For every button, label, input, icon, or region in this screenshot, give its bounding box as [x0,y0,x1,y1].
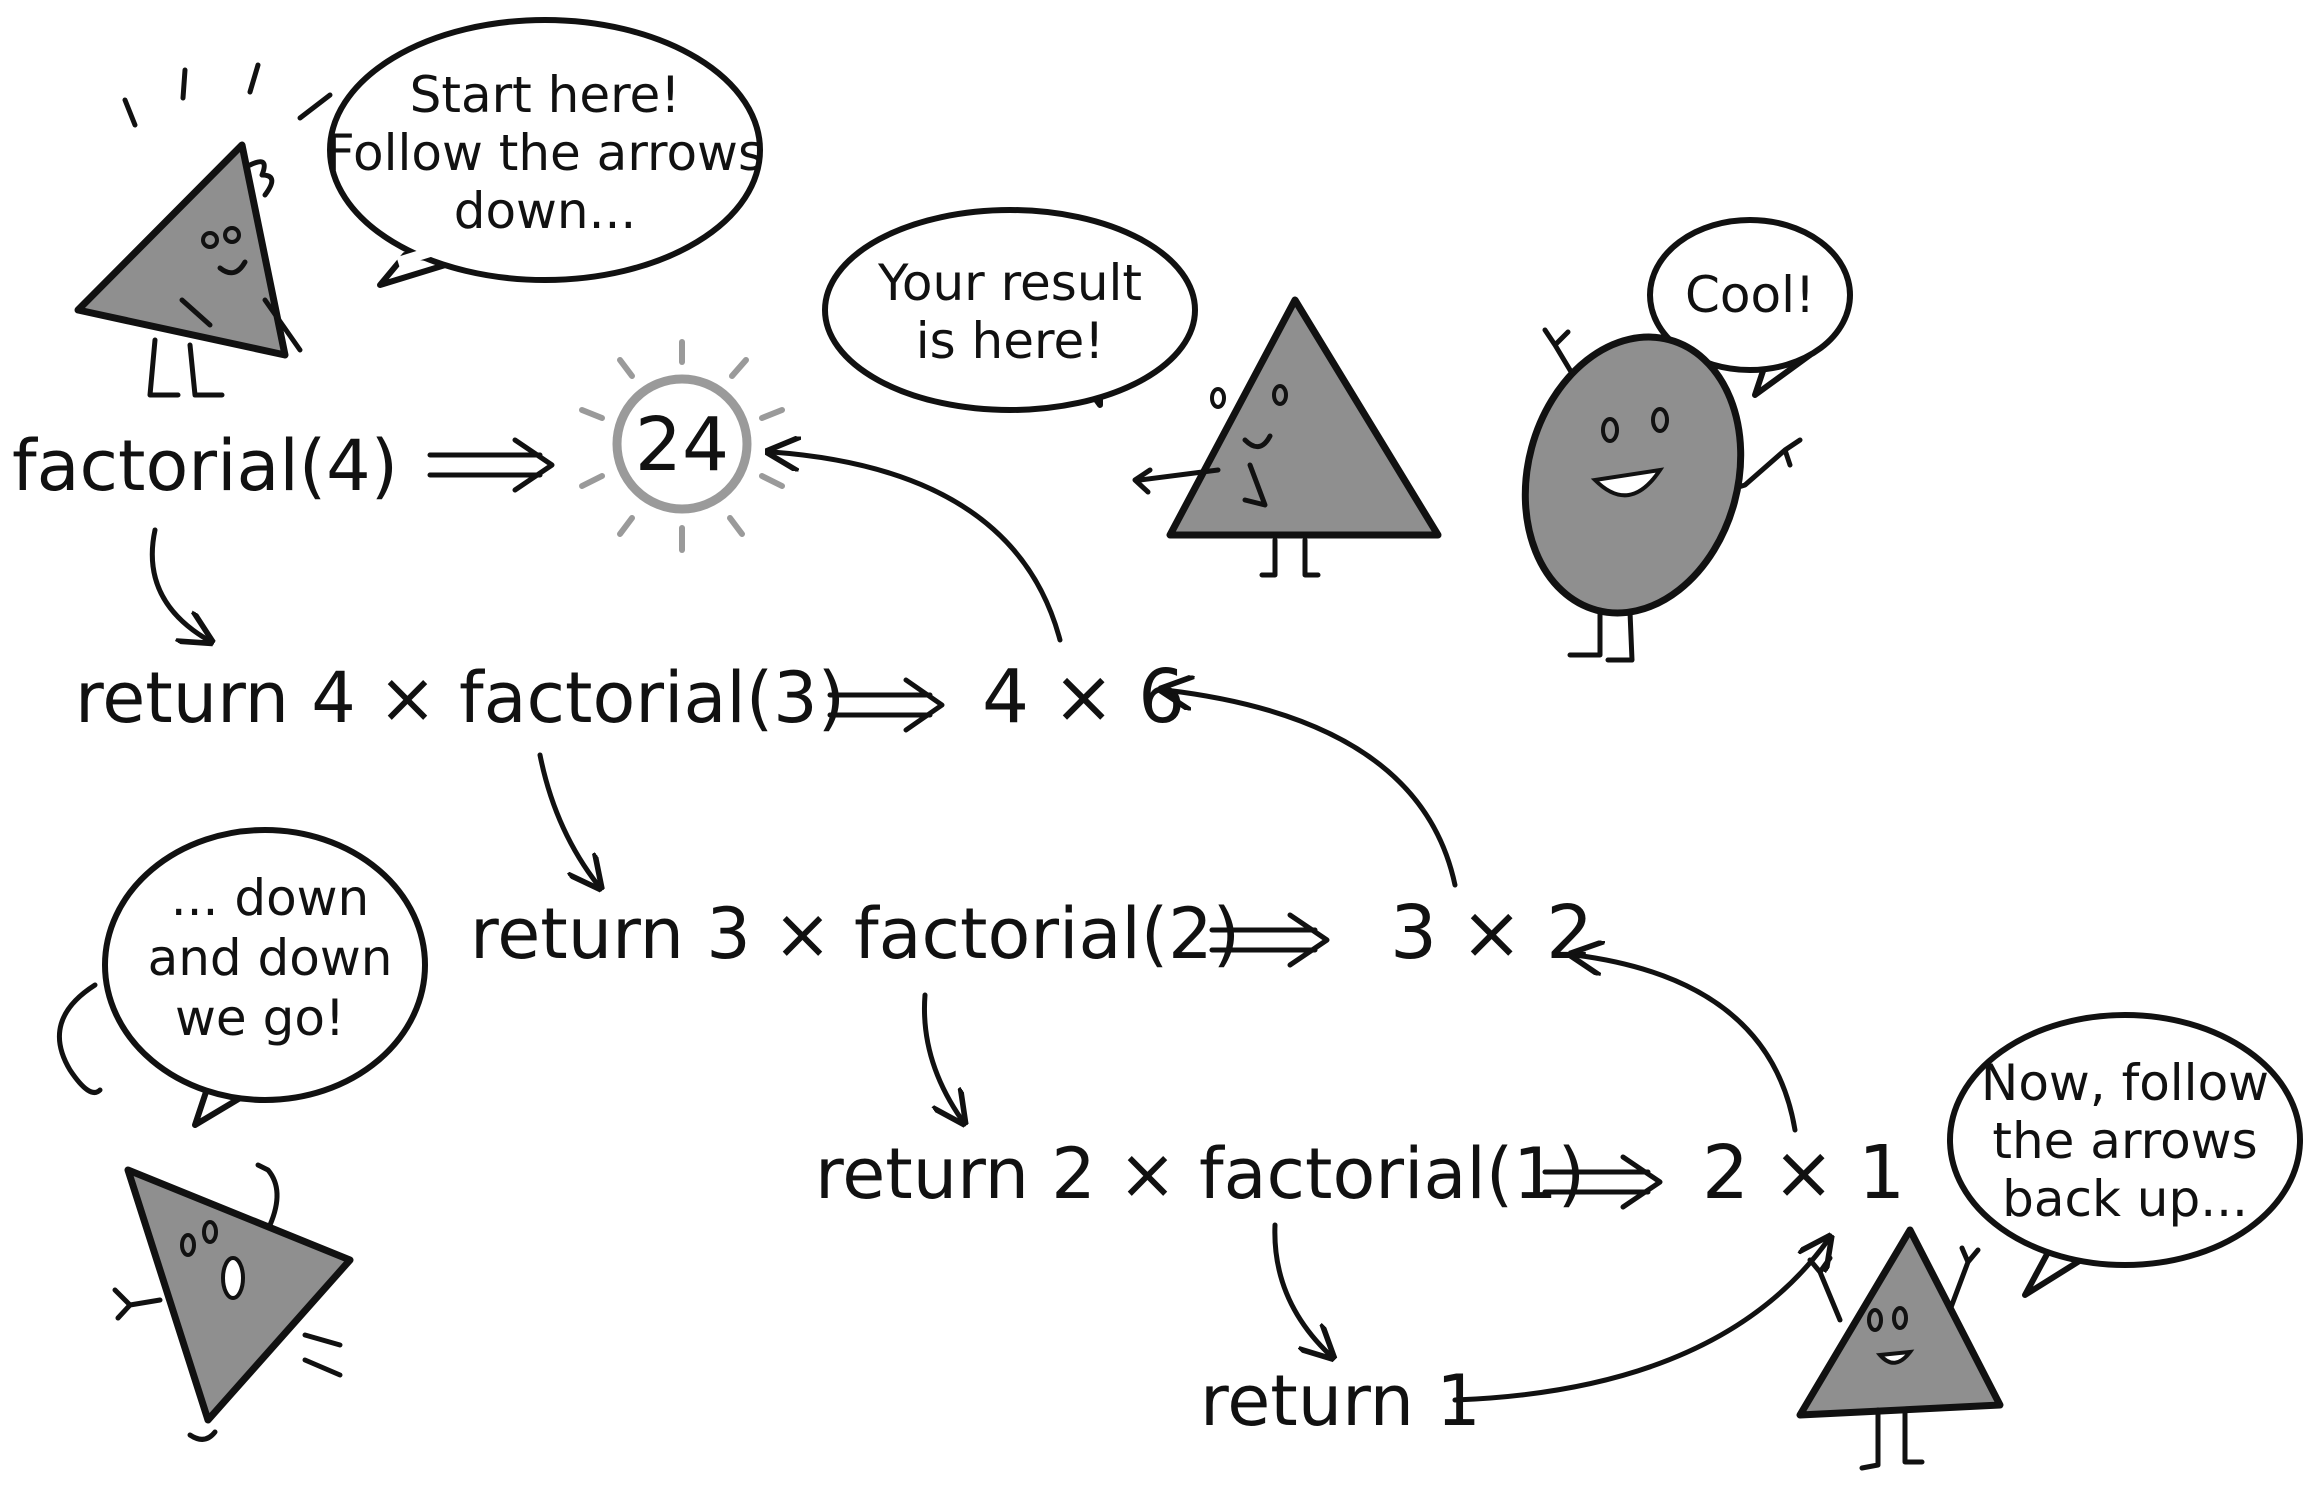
bubble-start-line1: Start here! [410,66,681,124]
bubble-backup-line2: the arrows [1992,1112,2257,1170]
double-arrow-icon [827,677,945,733]
call-return-4-times: return 4 × factorial(3) [75,657,845,739]
speech-bubble-downdown: ... down and down we go! [102,827,428,1128]
bubble-backup-line1: Now, follow [1981,1054,2269,1112]
call-return-2-times: return 2 × factorial(1) [815,1133,1585,1215]
up-arrow-icon [1452,1240,1828,1403]
bubble-cool-line1: Cool! [1685,266,1815,324]
speech-bubble-backup: Now, follow the arrows back up... [1947,1012,2303,1298]
down-arrow-icon [149,527,208,640]
round-character-icon [1521,327,1803,663]
bubble-downdown-line2: and down [148,929,393,987]
up-arrow-icon [772,452,1063,643]
result-3x2: 3 × 2 [1390,890,1593,976]
bubble-backup-line3: back up... [2002,1170,2248,1228]
final-result-glow [579,339,785,553]
bubble-result-line2: is here! [916,312,1105,370]
bubble-downdown-line3: we go! [175,989,345,1047]
double-arrow-icon [1209,912,1330,968]
double-arrow-icon [1542,1154,1663,1210]
double-arrow-icon [427,437,555,493]
down-arrow-icon [537,752,598,885]
speech-bubble-cool: Cool! [1647,217,1853,398]
triangle-character-icon [1132,296,1442,578]
triangle-character-icon [1796,1226,2004,1471]
speech-bubble-start: Start here! Follow the arrows down... [326,17,764,288]
bubble-start-line3: down... [454,182,637,240]
up-arrow-icon [1575,955,1798,1133]
call-return-3-times: return 3 × factorial(2) [470,893,1240,975]
call-factorial-4: factorial(4) [12,425,398,507]
down-arrow-icon [921,992,962,1120]
triangle-character-icon [56,982,354,1442]
result-4x6: 4 × 6 [982,654,1185,740]
bubble-start-line2: Follow the arrows [326,124,764,182]
result-24: 24 [635,402,729,488]
speech-bubble-result: Your result is here! [822,207,1198,413]
up-arrow-icon [1165,690,1458,888]
down-arrow-icon [1272,1222,1330,1355]
triangle-character-icon [74,62,333,398]
call-return-1: return 1 [1200,1360,1481,1442]
bubble-downdown-line1: ... down [171,869,370,927]
result-2x1: 2 × 1 [1702,1130,1905,1216]
bubble-result-line1: Your result [877,254,1142,312]
